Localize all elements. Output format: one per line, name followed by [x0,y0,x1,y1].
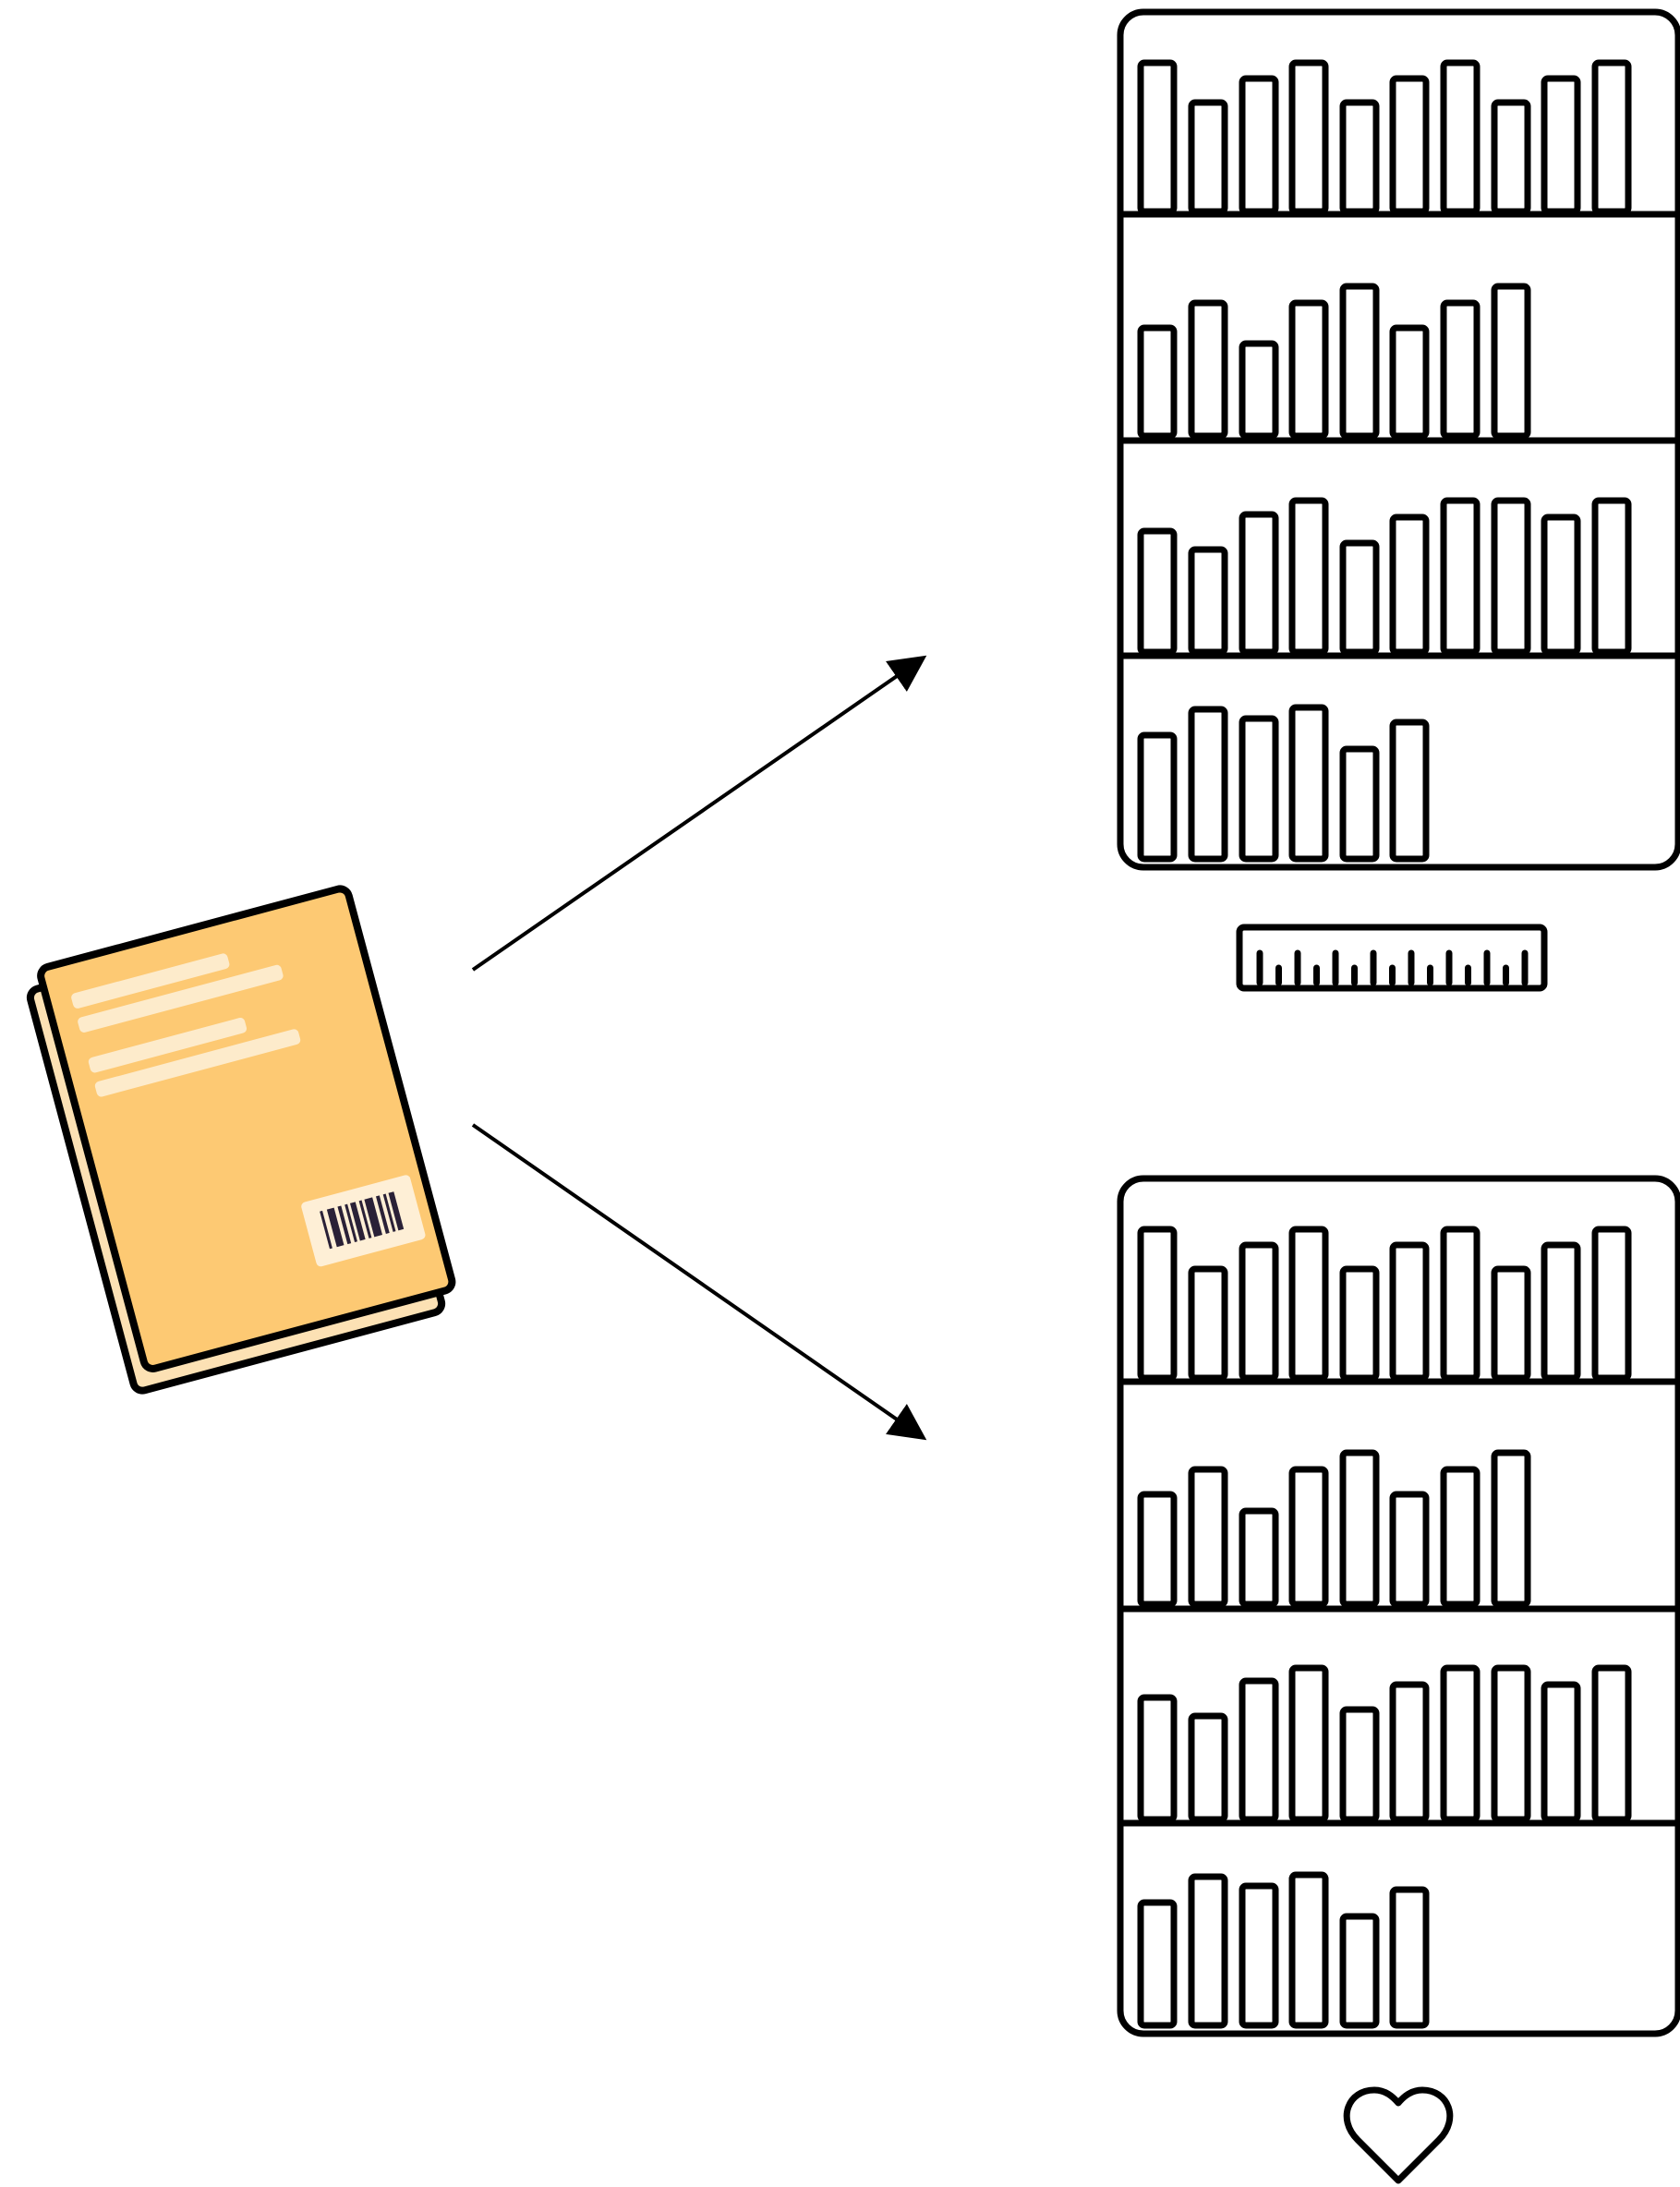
shelf-book [1188,706,1228,863]
shelf-book [1239,1241,1279,1382]
shelf-book [1541,1241,1581,1382]
shelf-book [1389,514,1430,656]
shelf-book [1137,731,1178,863]
shelf-book [1339,1449,1380,1608]
shelf-book [1288,59,1329,215]
barcode-bar [337,1205,352,1245]
shelf-book [1440,59,1481,215]
book-title-line [71,953,230,1009]
barcode-bar [375,1195,390,1234]
arrow-to-bottom-shelf [471,1123,927,1441]
shelf-book [1389,75,1430,215]
ruler-icon [1236,924,1548,992]
shelf-book [1339,283,1380,440]
shelf-book [1339,1265,1380,1382]
shelf-book [1239,340,1279,440]
shelf-book [1339,1706,1380,1823]
book-title-line [78,964,284,1033]
bookshelf-icon [1117,1175,1680,2037]
shelf-book [1440,497,1481,656]
shelf-book [1491,1265,1531,1382]
shelf-book [1288,704,1329,863]
barcode-icon [301,1175,426,1267]
shelf-book [1491,99,1531,215]
shelf-book [1389,1681,1430,1823]
shelf-book [1239,511,1279,656]
shelf-book [1137,1694,1178,1823]
shelf-book [1339,1913,1380,2029]
bookshelf-icon [1117,8,1680,871]
shelf-book [1541,1681,1581,1823]
shelf-book [1239,715,1279,863]
shelf-book [1137,1491,1178,1608]
barcode-bar [326,1207,344,1248]
shelf-book [1440,1226,1481,1382]
shelf-book [1288,1871,1329,2029]
shelf-book [1389,1886,1430,2029]
shelf-book [1239,1677,1279,1823]
shelf-book [1591,59,1632,215]
shelf-book [1288,1466,1329,1608]
shelf-book [1188,99,1228,215]
shelf-book [1188,1873,1228,2029]
shelf-book [1491,1664,1531,1823]
shelf-book [1389,1241,1430,1382]
shelf-book [1188,299,1228,440]
shelf-book [1137,59,1178,215]
shelf-book [1188,1265,1228,1382]
shelf-book [1491,497,1531,656]
shelf-book [1288,299,1329,440]
shelf-book [1239,75,1279,215]
shelf-book [1288,497,1329,656]
shelf-book [1591,1226,1632,1382]
barcode-bar [320,1210,332,1250]
shelf-book [1137,324,1178,440]
shelf-book [1440,299,1481,440]
book-icon [26,885,456,1395]
shelf-book [1591,1664,1632,1823]
shelf-book [1288,1664,1329,1823]
barcode-bar [344,1203,357,1243]
shelf-book [1491,283,1531,440]
shelf-book [1339,539,1380,656]
shelf-book [1389,719,1430,863]
shelf-book [1188,1466,1228,1608]
shelf-book [1389,1491,1430,1608]
shelf-book [1541,514,1581,656]
shelf-book [1339,99,1380,215]
barcode-bar [364,1197,382,1238]
shelf-book [1339,745,1380,863]
shelf-book [1288,1226,1329,1382]
barcode-bar [382,1193,396,1232]
barcode-bar [388,1191,405,1231]
shelf-book [1188,1712,1228,1823]
shelf-book [1137,1899,1178,2029]
shelf-book [1591,497,1632,656]
heart-icon [1343,2086,1454,2184]
shelf-book [1389,324,1430,440]
arrow-to-top-shelf [471,655,927,972]
shelf-book [1137,1226,1178,1382]
shelf-book [1137,527,1178,656]
shelf-book [1440,1466,1481,1608]
shelf-book [1188,546,1228,656]
shelf-book [1239,1507,1279,1608]
book-cover [37,885,456,1372]
shelf-book [1491,1449,1531,1608]
barcode-bar [349,1202,366,1241]
shelf-book [1239,1882,1279,2029]
barcode-bar [358,1200,372,1238]
book-title-line [94,1029,301,1097]
book-title-line [88,1017,248,1073]
shelf-book [1440,1664,1481,1823]
shelf-book [1541,75,1581,215]
